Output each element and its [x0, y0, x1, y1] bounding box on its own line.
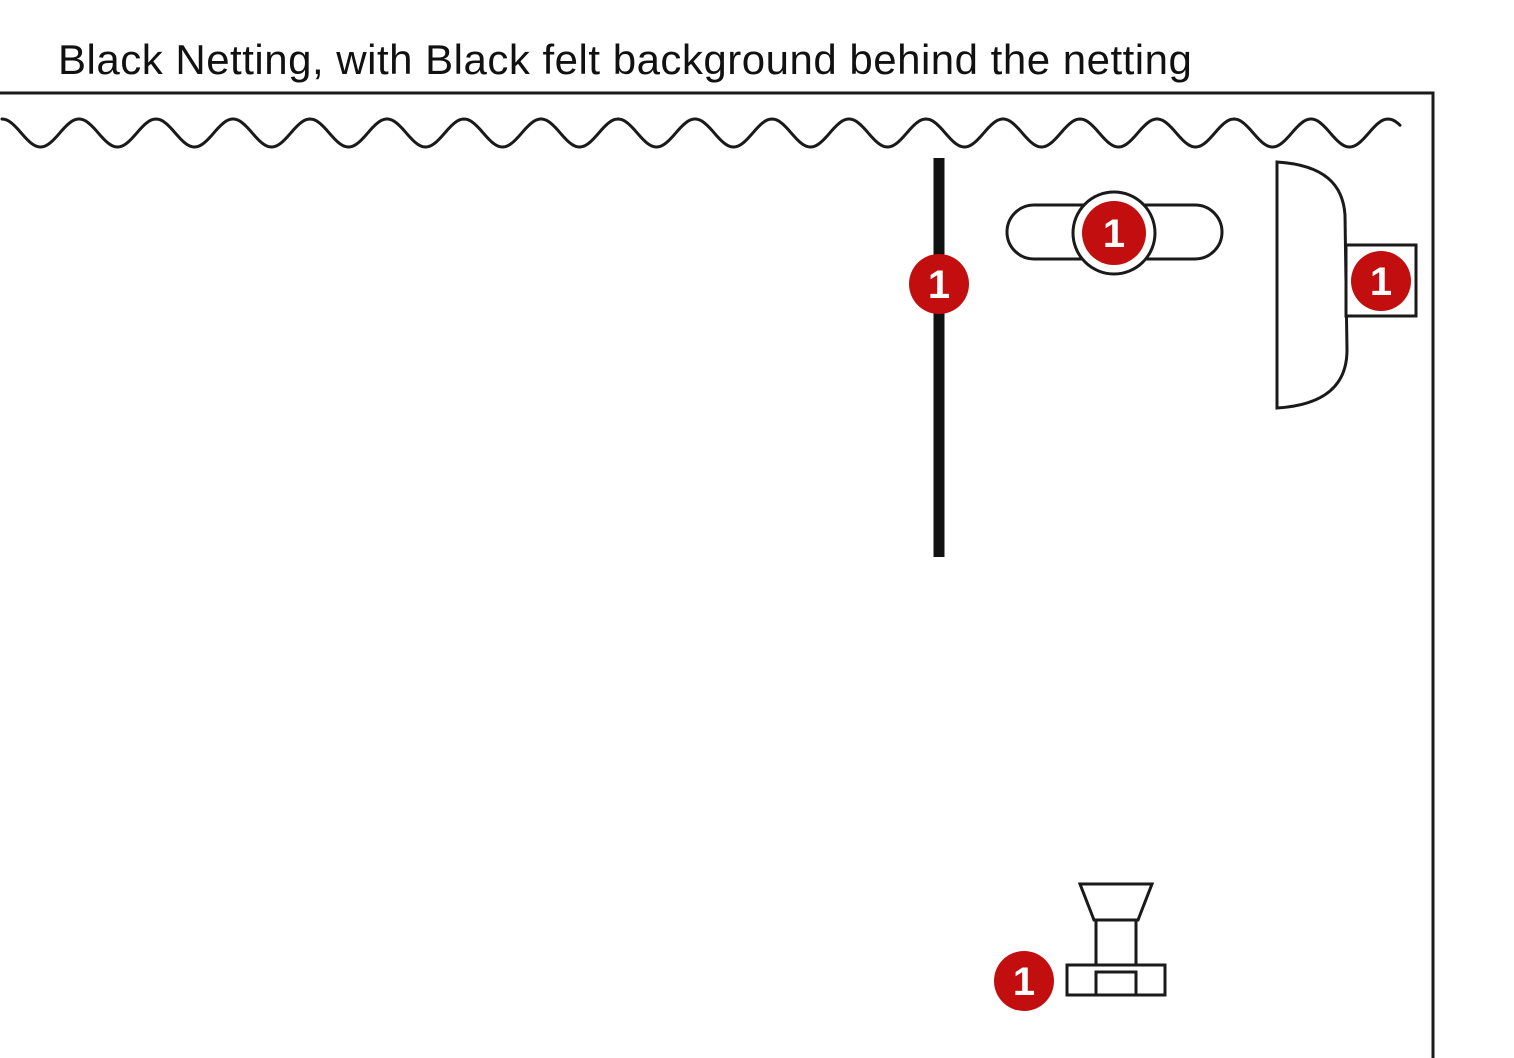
camera: 1 — [994, 882, 1167, 1011]
badge-number: 1 — [1103, 212, 1125, 256]
overhead-light: 1 — [1005, 190, 1224, 276]
reflector-dome — [1275, 160, 1349, 410]
badge-circle — [1082, 201, 1146, 265]
reflector-light-badge: 1 — [1351, 251, 1411, 311]
badge-circle — [1351, 251, 1411, 311]
badge-circle — [994, 951, 1054, 1011]
badge-circle — [909, 254, 969, 314]
badge-number: 1 — [1013, 960, 1035, 1004]
camera-badge: 1 — [994, 951, 1054, 1011]
reflector-light: 1 — [1275, 160, 1418, 410]
overhead-light-badge: 1 — [1082, 201, 1146, 265]
diagram-caption: Black Netting, with Black felt backgroun… — [58, 36, 1193, 83]
netting-wave — [0, 117, 1402, 149]
camera-lens-hood — [1077, 882, 1155, 922]
backdrop-stand-badge: 1 — [909, 254, 969, 314]
camera-body-center — [1094, 970, 1138, 997]
room-wall — [0, 91, 1435, 1058]
camera-lens-barrel — [1094, 918, 1138, 967]
badge-number: 1 — [1370, 260, 1392, 304]
backdrop-stand: 1 — [909, 158, 969, 557]
badge-number: 1 — [928, 263, 950, 307]
